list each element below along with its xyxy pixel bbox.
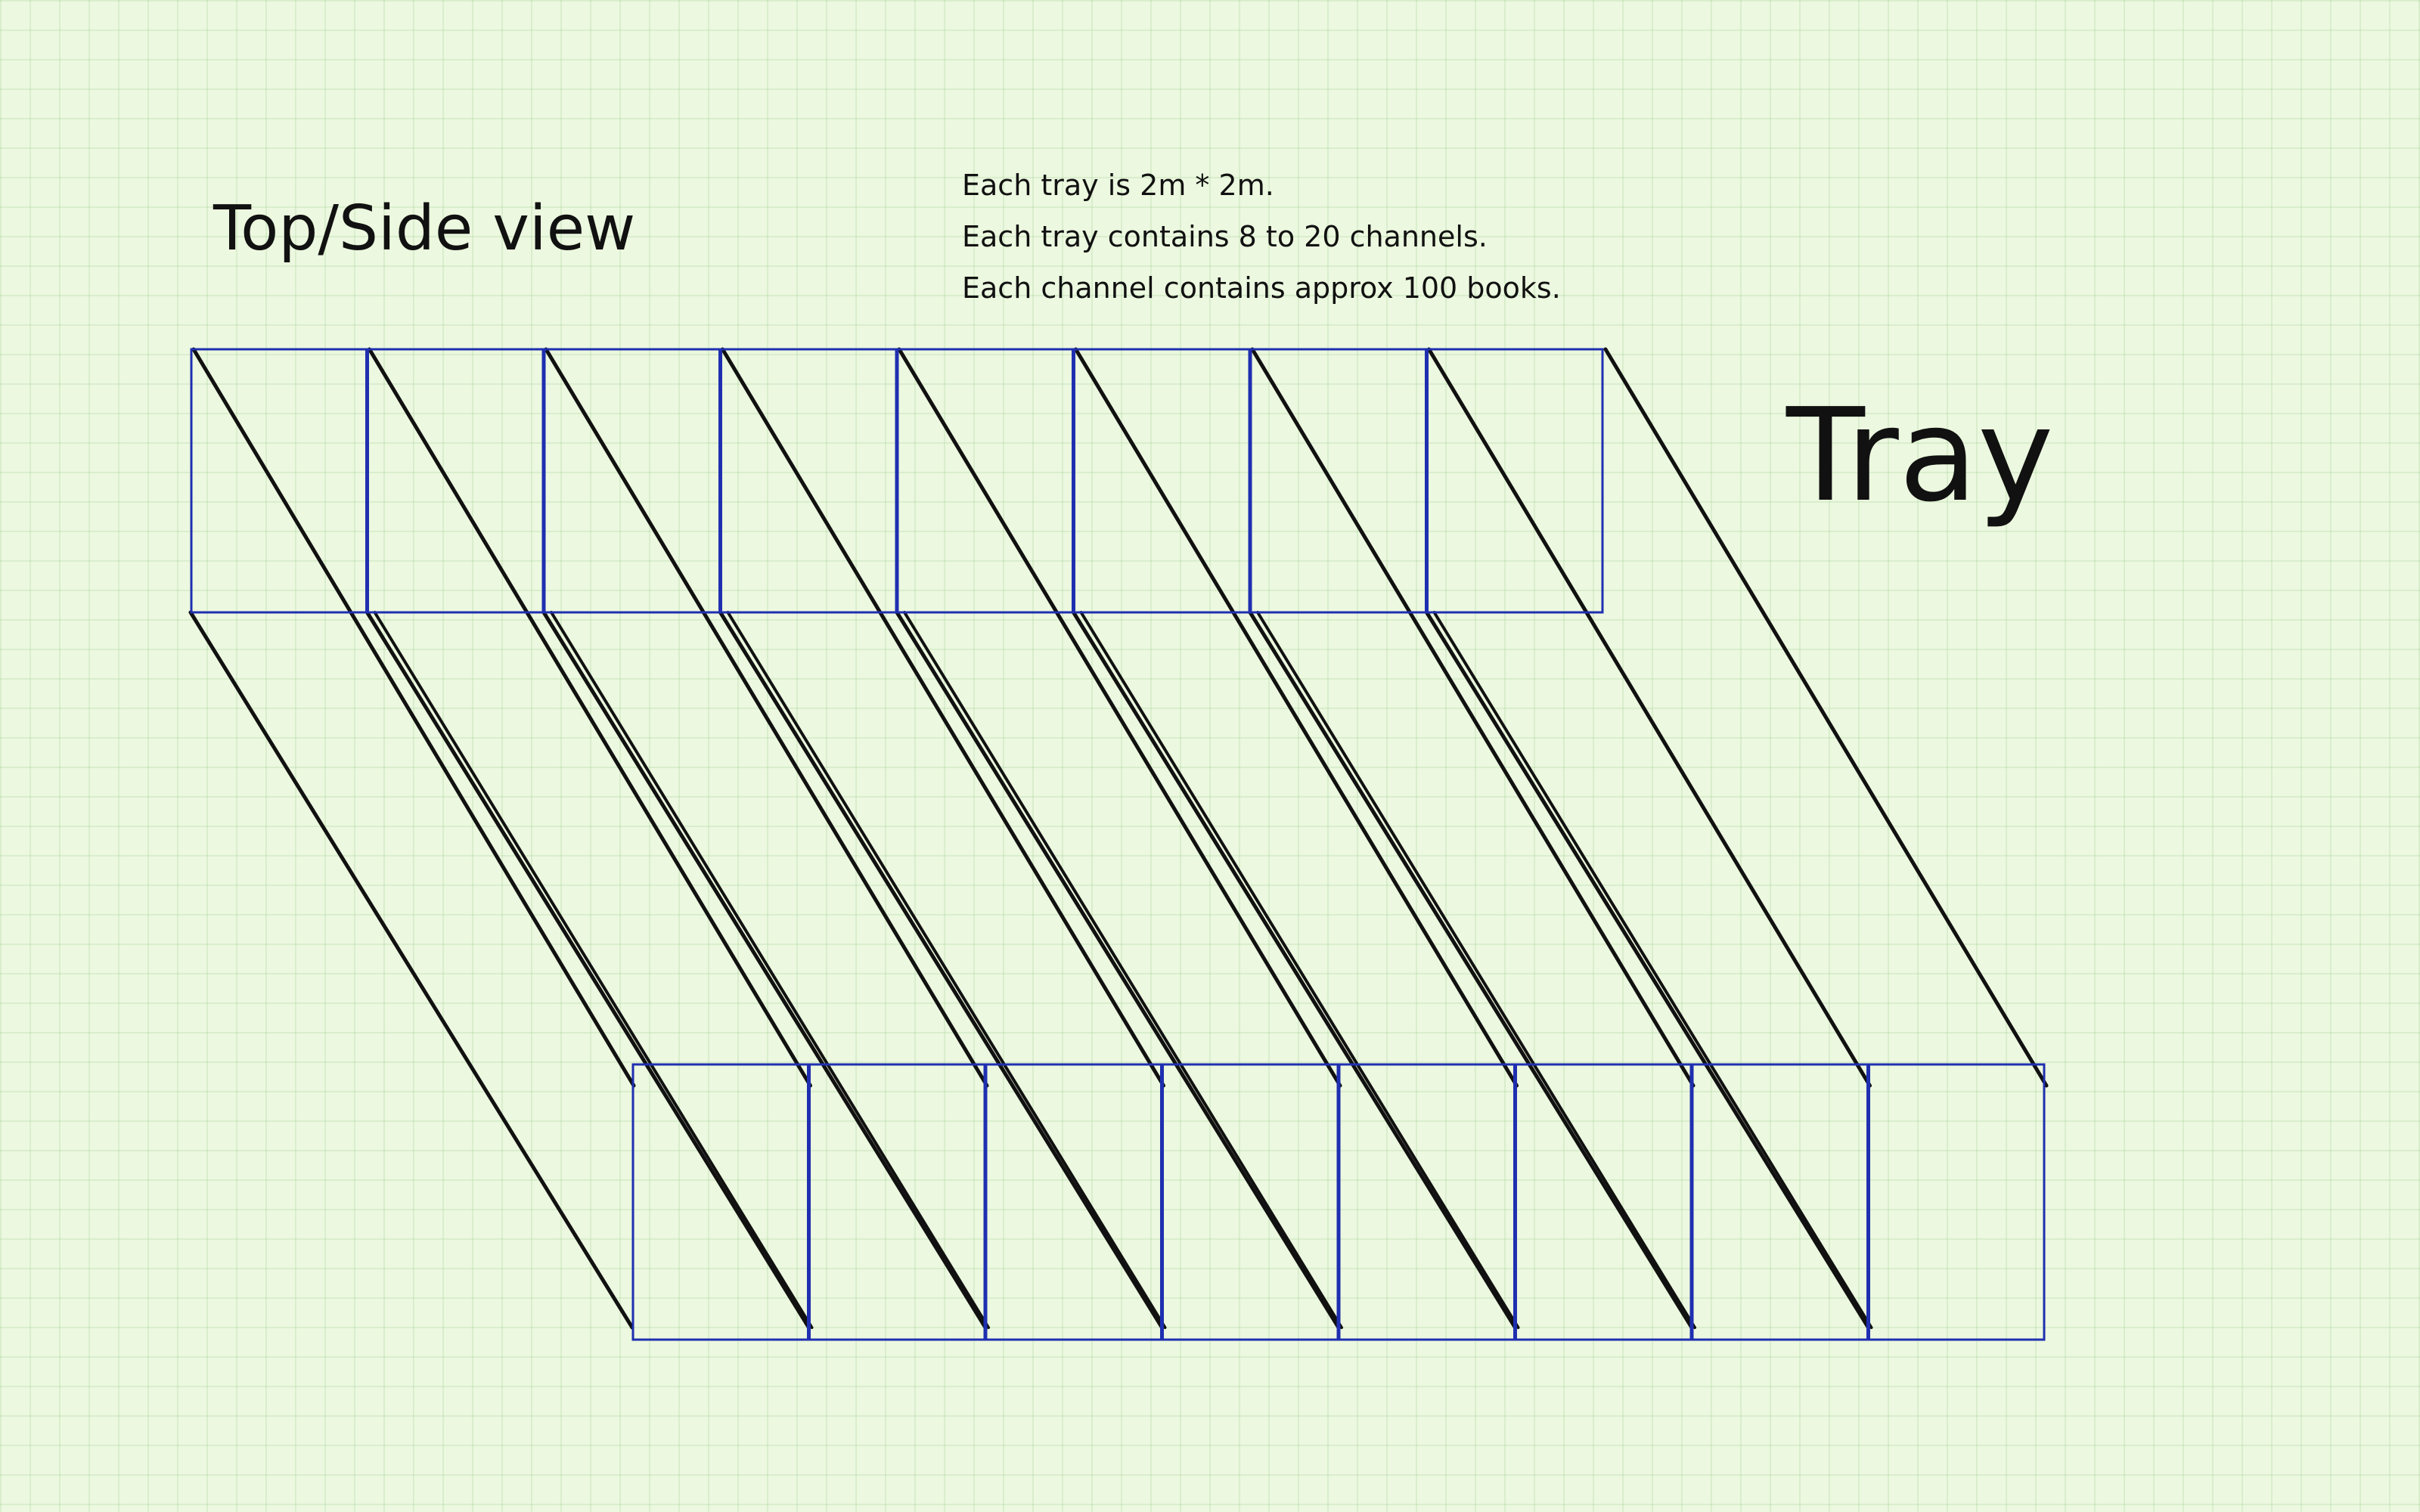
back-channel-5 — [896, 348, 1074, 614]
books-per-channel-note: Each channel contains approx 100 books. — [962, 271, 1561, 305]
divider-edge — [726, 611, 1167, 1329]
tray-size-note: Each tray is 2m * 2m. — [962, 169, 1274, 202]
back-channel-6 — [1073, 348, 1251, 614]
back-channel-2 — [367, 348, 544, 614]
front-channel-1 — [631, 1063, 809, 1341]
front-channel-2 — [808, 1063, 986, 1341]
channel-top-diagonal — [544, 347, 989, 1088]
channel-top-diagonal — [897, 347, 1342, 1088]
back-channel-8 — [1426, 348, 1604, 614]
view-title: Top/Side view — [213, 193, 636, 265]
divider-edge — [1256, 611, 1696, 1329]
divider-edge — [1079, 611, 1520, 1329]
back-channel-1 — [190, 348, 368, 614]
channel-bottom-diagonal — [1072, 610, 1517, 1330]
front-channel-4 — [1162, 1063, 1339, 1341]
tray-edges — [188, 347, 2049, 1330]
channel-top-diagonal — [721, 347, 1165, 1088]
front-channel-7 — [1691, 1063, 1869, 1341]
front-channel-3 — [985, 1063, 1162, 1341]
back-channel-3 — [543, 348, 721, 614]
front-channel-5 — [1338, 1063, 1516, 1341]
divider-edge — [373, 611, 814, 1329]
front-channel-faces — [631, 1063, 2046, 1341]
front-channel-8 — [1868, 1063, 2046, 1341]
front-channel-6 — [1515, 1063, 1692, 1341]
channel-bottom-diagonal — [1425, 610, 1870, 1330]
divider-edge — [903, 611, 1343, 1329]
channel-bottom-diagonal — [365, 610, 811, 1330]
back-channel-faces — [190, 348, 1604, 614]
channel-bottom-diagonal — [895, 610, 1341, 1330]
back-channel-4 — [720, 348, 898, 614]
channel-top-diagonal — [191, 347, 636, 1088]
channel-top-diagonal — [1427, 347, 1872, 1088]
channel-count-note: Each tray contains 8 to 20 channels. — [962, 220, 1488, 253]
divider-edge — [1432, 611, 1873, 1329]
back-channel-7 — [1249, 348, 1427, 614]
channel-bottom-diagonal — [1248, 610, 1694, 1330]
channel-top-diagonal — [1603, 347, 2049, 1088]
tray-label: Tray — [1786, 381, 2054, 531]
channel-top-diagonal — [368, 347, 812, 1088]
channel-bottom-diagonal — [188, 610, 634, 1330]
channel-top-diagonal — [1250, 347, 1696, 1088]
channel-bottom-diagonal — [541, 610, 988, 1330]
channel-top-diagonal — [1074, 347, 1519, 1088]
divider-edge — [550, 611, 990, 1329]
channel-bottom-diagonal — [718, 610, 1164, 1330]
